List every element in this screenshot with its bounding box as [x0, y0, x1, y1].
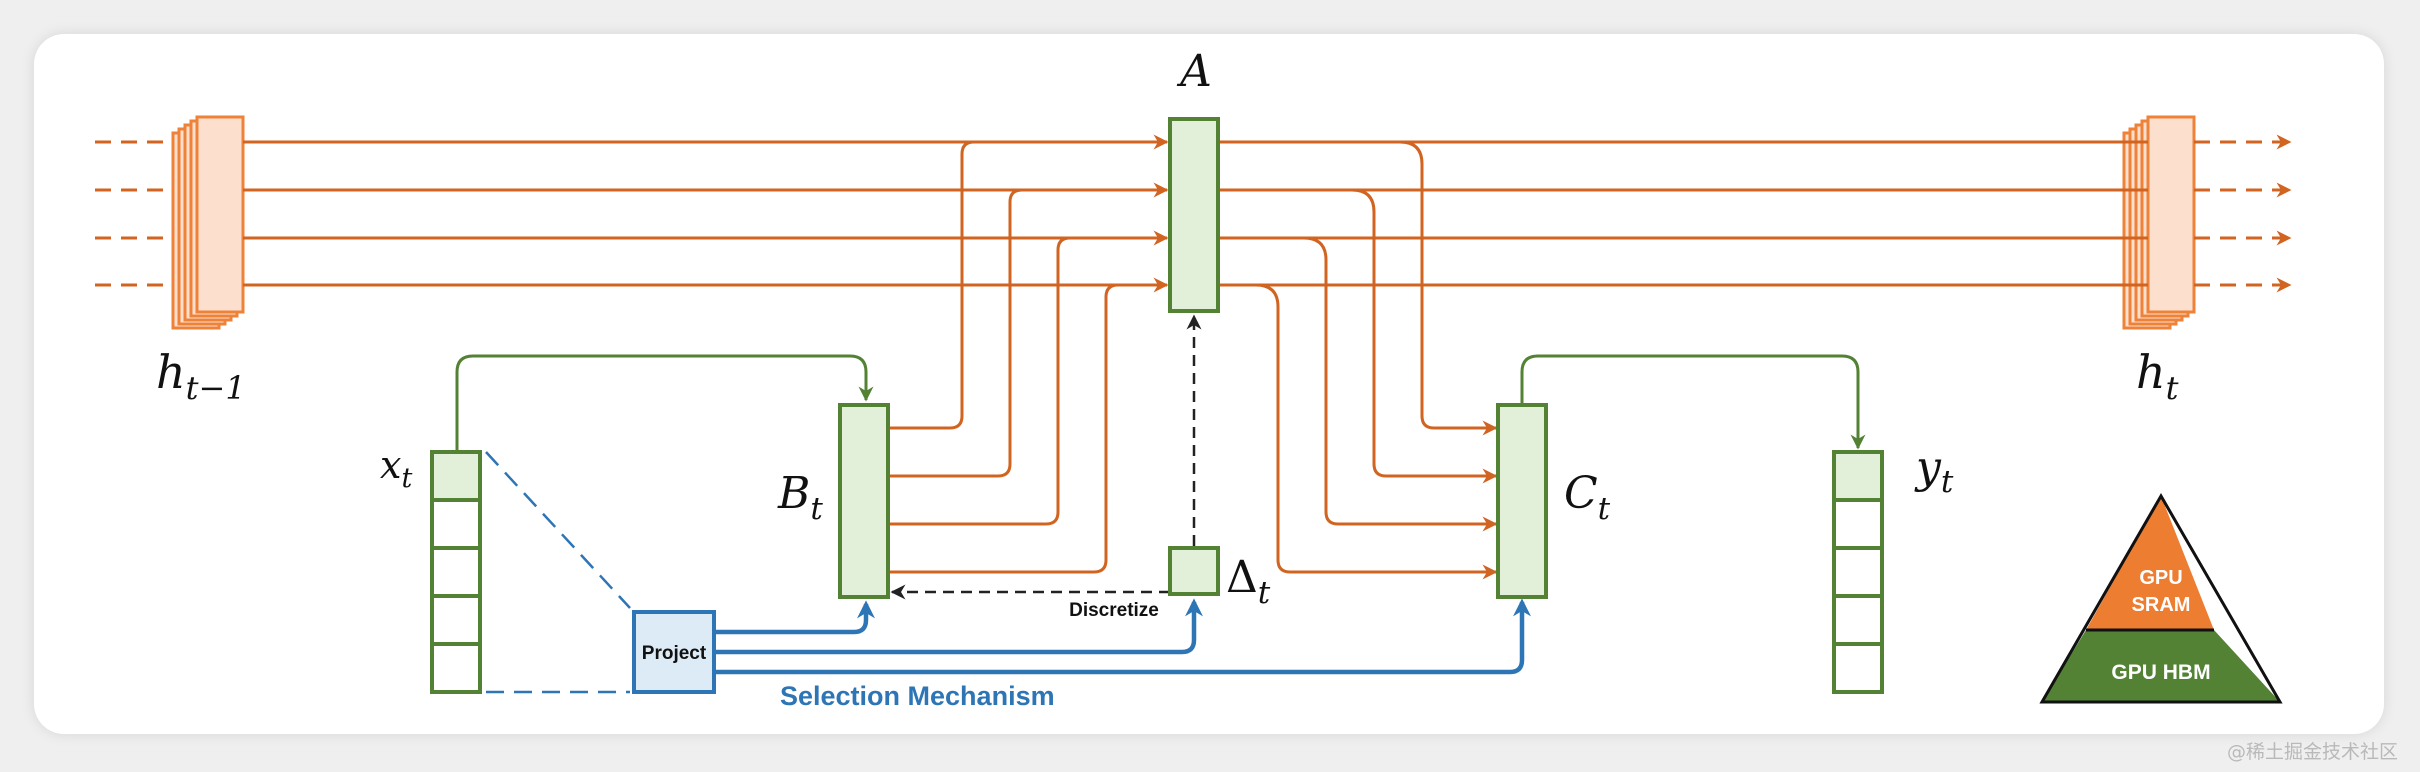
- b-to-state-lines: [890, 140, 1119, 574]
- pyramid-hbm-label: GPU HBM: [2111, 661, 2210, 684]
- h-next-block: [2122, 115, 2196, 330]
- watermark: @稀土掘金技术社区: [2226, 741, 2398, 763]
- state-lines-out: [1218, 140, 2148, 287]
- x-label: xt: [380, 443, 412, 494]
- pyramid-sram-tier: [2086, 496, 2214, 630]
- projection-guides: [485, 451, 631, 694]
- y-label: yt: [1914, 442, 1954, 500]
- state-to-c-lines: [1255, 140, 1498, 580]
- c-matrix: [1496, 403, 1548, 599]
- h-next-label: ht: [2136, 345, 2179, 407]
- state-lines-in: [243, 134, 1169, 293]
- project-box: [632, 610, 716, 694]
- y-vector: [1832, 450, 1884, 694]
- state-input-dashes: [95, 134, 190, 293]
- b-label: Bt: [777, 468, 823, 527]
- selection-mechanism-label: Selection Mechanism: [780, 681, 1055, 711]
- c-label: Ct: [1564, 468, 1611, 527]
- gpu-memory-pyramid: GPU SRAM GPU HBM: [2039, 493, 2283, 704]
- c-to-y-arrow: [1520, 354, 1866, 450]
- pyramid-sram-line1: GPU: [2139, 567, 2182, 589]
- delta-label: Δt: [1226, 552, 1271, 611]
- pyramid-hbm-tier: [2042, 630, 2280, 702]
- pyramid-outline: [2039, 493, 2283, 704]
- a-label: A: [1176, 46, 1212, 97]
- x-to-b-arrow: [455, 354, 874, 450]
- a-matrix: [1168, 117, 1220, 313]
- state-output-dashes: [2194, 134, 2292, 293]
- selection-arrows: [716, 598, 1531, 675]
- pyramid-sram-line2: SRAM: [2132, 594, 2191, 616]
- h-prev-block: [171, 115, 245, 330]
- x-vector: [430, 450, 482, 694]
- b-matrix: [838, 403, 890, 599]
- discretize-label: Discretize: [1069, 600, 1159, 621]
- delta-box: [1168, 546, 1220, 596]
- project-label: Project: [642, 643, 707, 664]
- h-prev-label: ht−1: [156, 345, 246, 407]
